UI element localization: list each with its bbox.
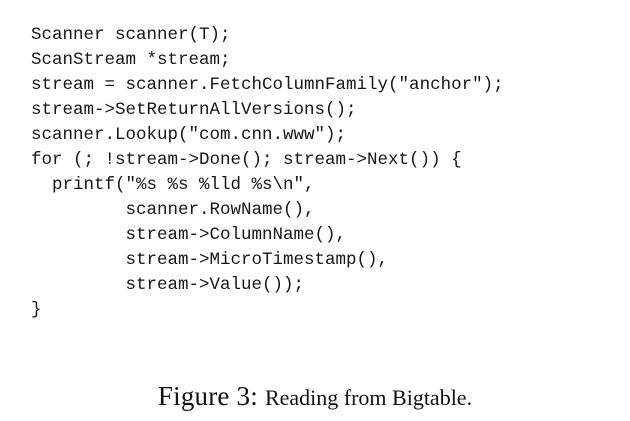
figure-caption-label: Figure 3: (157, 381, 258, 411)
code-line: for (; !stream->Done(); stream->Next()) … (31, 150, 462, 170)
code-line: ScanStream *stream; (31, 50, 231, 70)
code-line: scanner.Lookup("com.cnn.www"); (31, 125, 347, 145)
code-line: printf("%s %s %lld %s\n", (31, 175, 315, 195)
code-line: stream->ColumnName(), (31, 225, 347, 245)
code-line: stream = scanner.FetchColumnFamily("anch… (31, 75, 504, 95)
code-line: stream->Value()); (31, 275, 305, 295)
figure-caption: Figure 3:Reading from Bigtable. (0, 381, 630, 412)
code-line: } (31, 300, 42, 320)
code-block: Scanner scanner(T); ScanStream *stream; st… (31, 23, 504, 323)
code-line: Scanner scanner(T); (31, 25, 231, 45)
code-line: stream->MicroTimestamp(), (31, 250, 389, 270)
code-line: stream->SetReturnAllVersions(); (31, 100, 357, 120)
code-line: scanner.RowName(), (31, 200, 315, 220)
figure-caption-text: Reading from Bigtable. (264, 385, 473, 410)
